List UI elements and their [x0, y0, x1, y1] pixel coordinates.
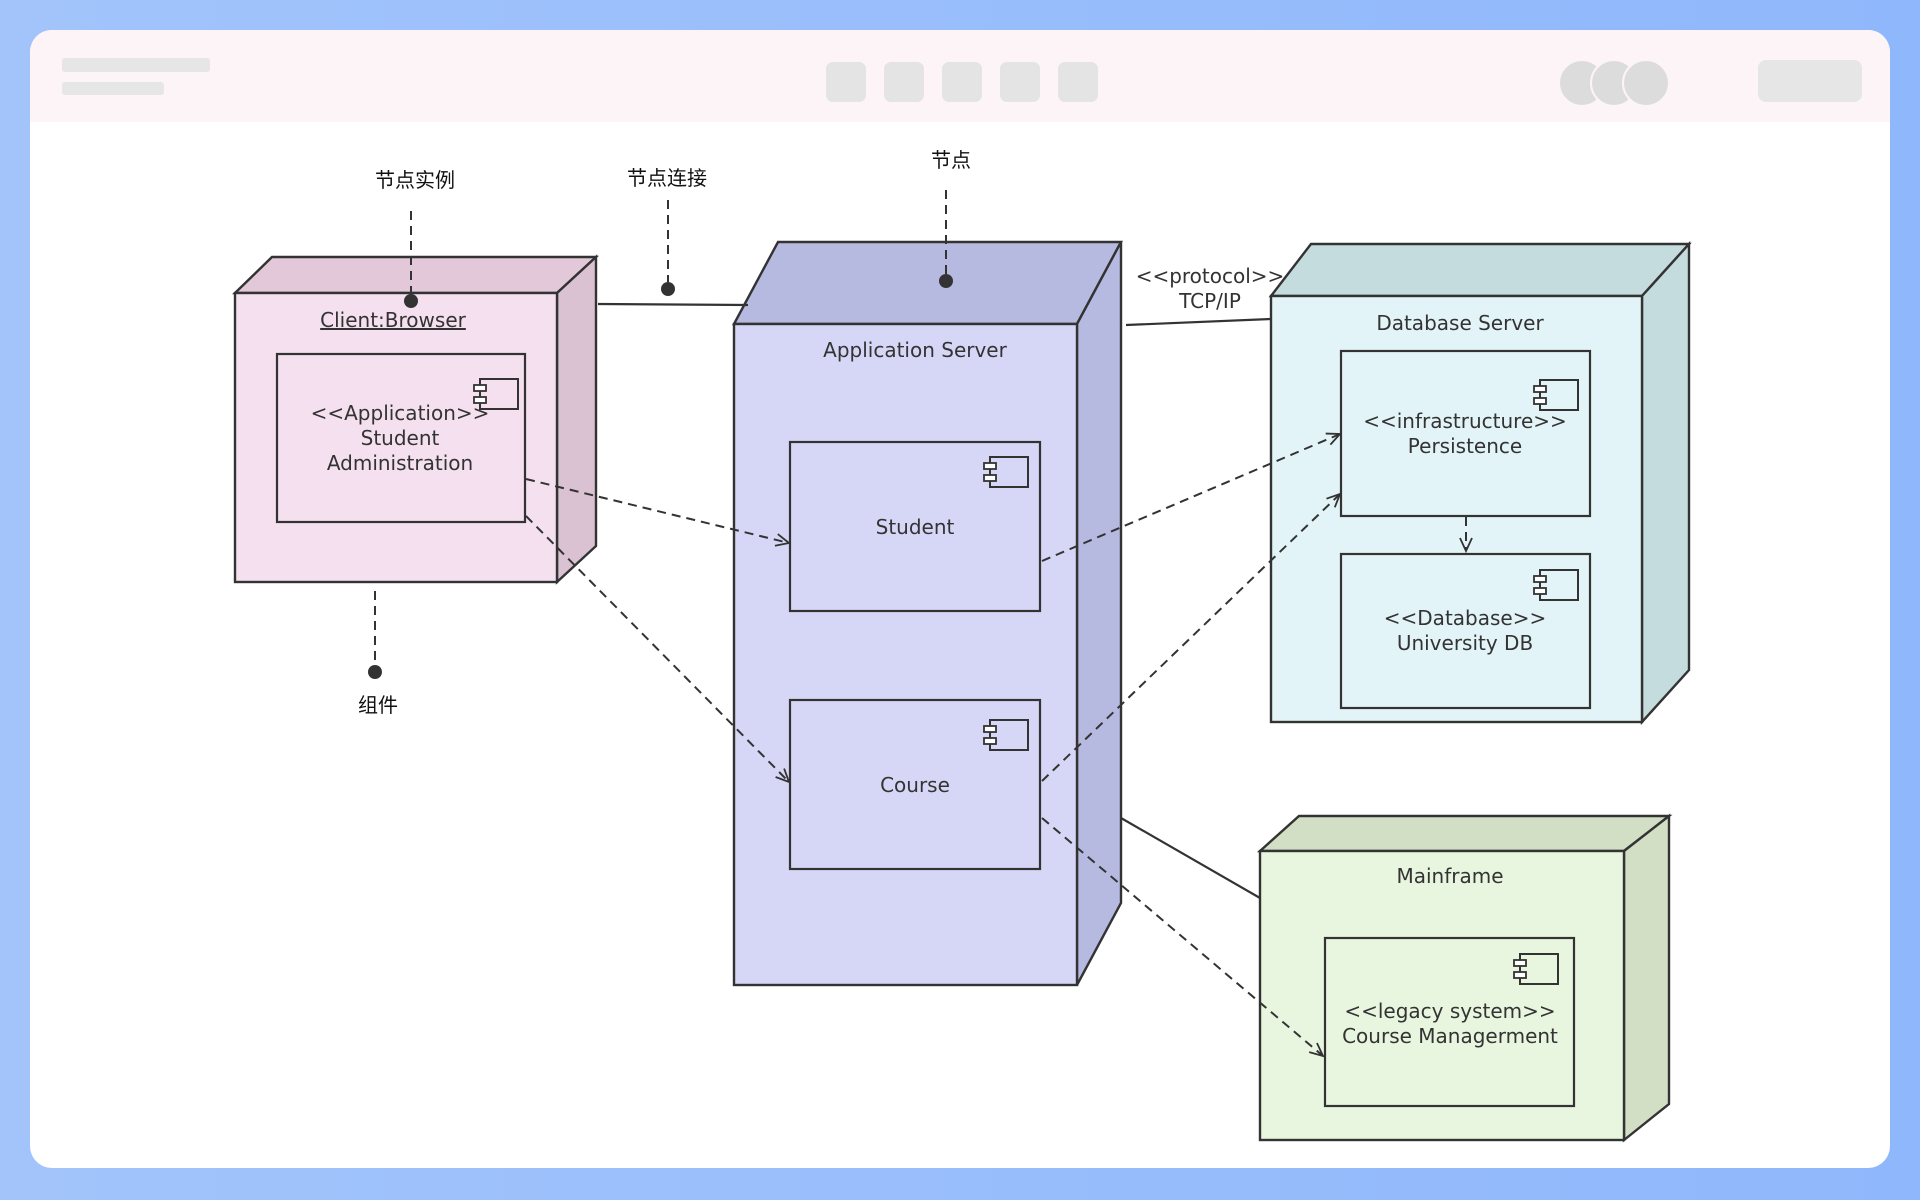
node-top-face: [232, 255, 600, 295]
node-connection-client-app[interactable]: [597, 302, 749, 307]
dependency-arrow[interactable]: [525, 515, 789, 782]
node-side-face: [555, 254, 598, 585]
node-side-face: [1640, 240, 1691, 726]
connection-stereotype: <<protocol>>: [1136, 264, 1285, 288]
toolbar-button-2[interactable]: [884, 62, 924, 102]
node-side-face: [1075, 241, 1123, 986]
component-stereotype: <<legacy system>>: [1344, 999, 1555, 1023]
component-label: Persistence: [1408, 434, 1522, 458]
annotation-component: 组件: [358, 591, 398, 717]
node-side-face: [1622, 813, 1671, 1143]
dependency-arrow[interactable]: [1041, 494, 1340, 782]
node-title: Application Server: [823, 338, 1007, 362]
annotation-label: 组件: [358, 693, 398, 717]
component-student[interactable]: Student: [788, 440, 1042, 613]
component-label: Student: [361, 426, 440, 450]
node-top-face: [1268, 242, 1692, 298]
component-label: Student: [876, 515, 955, 539]
toolbar-button-3[interactable]: [942, 62, 982, 102]
title-placeholder: [62, 58, 210, 72]
component-university-db[interactable]: <<Database>> University DB: [1339, 552, 1592, 710]
component-label: Course Managerment: [1342, 1024, 1558, 1048]
node-top-face: [731, 240, 1124, 326]
annotation-node-connection: 节点连接: [627, 166, 707, 296]
node-title: Client:Browser: [320, 308, 466, 332]
annotation-node: 节点: [931, 148, 971, 288]
component-label: Administration: [327, 451, 473, 475]
component-course[interactable]: Course: [788, 698, 1042, 871]
toolbar-button-5[interactable]: [1058, 62, 1098, 102]
node-mainframe[interactable]: Mainframe <<legacy system>> Course Manag…: [1256, 813, 1673, 1143]
node-application-server[interactable]: Application Server Student Course: [731, 240, 1124, 987]
dependency-arrow[interactable]: [525, 478, 789, 543]
toolbar-button-1[interactable]: [826, 62, 866, 102]
node-client-browser[interactable]: Client:Browser <<Application>> Student A…: [232, 254, 600, 585]
annotation-label: 节点: [931, 148, 971, 172]
subtitle-placeholder: [62, 82, 164, 95]
component-stereotype: <<infrastructure>>: [1363, 409, 1567, 433]
node-top-face: [1256, 814, 1673, 853]
component-student-administration[interactable]: <<Application>> Student Administration: [275, 352, 527, 524]
node-connection-app-db[interactable]: [1125, 317, 1272, 327]
component-label: Course: [880, 773, 950, 797]
component-label: University DB: [1397, 631, 1533, 655]
toolbar-button-4[interactable]: [1000, 62, 1040, 102]
node-database-server[interactable]: Database Server <<infrastructure>> Persi…: [1268, 240, 1692, 726]
component-persistence[interactable]: <<infrastructure>> Persistence: [1339, 349, 1592, 518]
avatar[interactable]: [1622, 59, 1670, 107]
toolbar: [30, 30, 1890, 122]
annotation-node-instance: 节点实例: [375, 168, 455, 308]
node-title: Mainframe: [1396, 864, 1503, 888]
annotation-label: 节点连接: [627, 166, 707, 190]
component-course-management[interactable]: <<legacy system>> Course Managerment: [1323, 936, 1576, 1108]
dependency-arrow[interactable]: [1041, 817, 1323, 1056]
node-title: Database Server: [1376, 311, 1544, 335]
node-connection-app-mainframe[interactable]: [1120, 817, 1261, 899]
component-stereotype: <<Application>>: [311, 401, 490, 425]
connection-label: TCP/IP: [1178, 289, 1241, 313]
annotation-label: 节点实例: [375, 168, 455, 192]
share-button[interactable]: [1758, 60, 1862, 102]
component-stereotype: <<Database>>: [1384, 606, 1546, 630]
node-front-face: [732, 322, 1079, 987]
dependency-arrow[interactable]: [1041, 434, 1340, 562]
